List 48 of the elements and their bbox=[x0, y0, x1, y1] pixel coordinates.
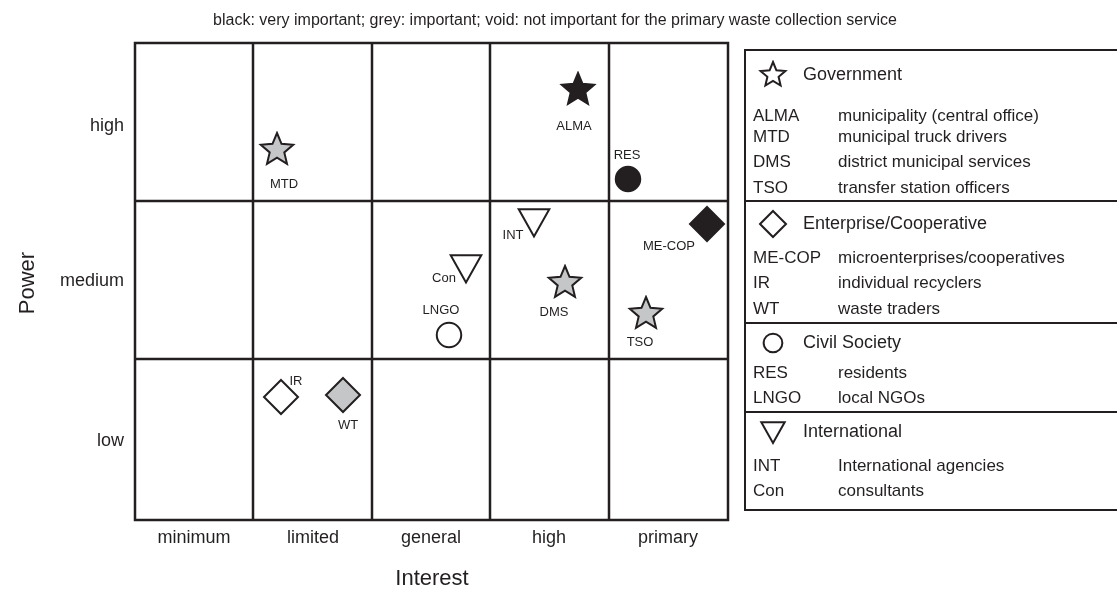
legend-description: waste traders bbox=[838, 299, 941, 319]
legend-description: district municipal services bbox=[838, 152, 1031, 172]
legend-description: International agencies bbox=[838, 456, 1005, 476]
marker-label: RES bbox=[613, 147, 641, 163]
marker-label: Con bbox=[432, 270, 456, 286]
axis-tick-label: high bbox=[89, 116, 124, 136]
legend-abbreviation: MTD bbox=[753, 127, 790, 147]
legend-label: International bbox=[803, 422, 903, 442]
legend-abbreviation: RES bbox=[753, 363, 788, 383]
legend-abbreviation: IR bbox=[753, 273, 770, 293]
legend-description: municipality (central office) bbox=[838, 106, 1039, 126]
marker-label: INT bbox=[502, 227, 524, 243]
note-text: black: very important; grey: important; void: not important for the primary waste collection service bbox=[213, 11, 897, 29]
legend-label: Government bbox=[803, 65, 903, 85]
legend-description: consultants bbox=[838, 481, 924, 501]
legend-abbreviation: DMS bbox=[753, 152, 791, 172]
legend-abbreviation: WT bbox=[753, 299, 780, 319]
axis-tick-label: medium bbox=[59, 271, 124, 291]
axis-tick-label: low bbox=[97, 431, 124, 451]
axis-title: Power bbox=[14, 251, 40, 315]
legend-label: Civil Society bbox=[803, 333, 902, 353]
axis-tick-label: limited bbox=[287, 528, 339, 548]
marker-label: DMS bbox=[539, 304, 569, 320]
legend-abbreviation: ALMA bbox=[753, 106, 800, 126]
marker-label: TSO bbox=[626, 334, 654, 350]
legend-description: microenterprises/cooperatives bbox=[838, 248, 1065, 268]
legend-description: residents bbox=[838, 363, 907, 383]
axis-tick-label: high bbox=[532, 528, 566, 548]
legend-label: Enterprise/Cooperative bbox=[803, 214, 988, 234]
legend-description: individual recyclers bbox=[838, 273, 982, 293]
legend-abbreviation: TSO bbox=[753, 178, 788, 198]
legend-abbreviation: INT bbox=[753, 456, 781, 476]
marker-label: WT bbox=[337, 417, 359, 433]
marker-label: ME-COP bbox=[643, 238, 695, 254]
axis-tick-label: primary bbox=[638, 528, 698, 548]
axis-title: Interest bbox=[395, 565, 469, 589]
legend-description: transfer station officers bbox=[838, 178, 1010, 198]
axis-tick-label: minimum bbox=[157, 528, 231, 548]
marker-label: ALMA bbox=[556, 118, 592, 134]
legend-abbreviation: LNGO bbox=[753, 388, 802, 408]
legend-description: municipal truck drivers bbox=[838, 127, 1008, 147]
axis-tick-label: general bbox=[401, 528, 461, 548]
marker-label: LNGO bbox=[422, 302, 460, 318]
marker-label: MTD bbox=[269, 176, 299, 192]
marker-label: IR bbox=[289, 373, 303, 389]
legend-abbreviation: ME-COP bbox=[753, 248, 821, 268]
legend-description: local NGOs bbox=[838, 388, 925, 408]
legend-abbreviation: Con bbox=[753, 481, 785, 501]
